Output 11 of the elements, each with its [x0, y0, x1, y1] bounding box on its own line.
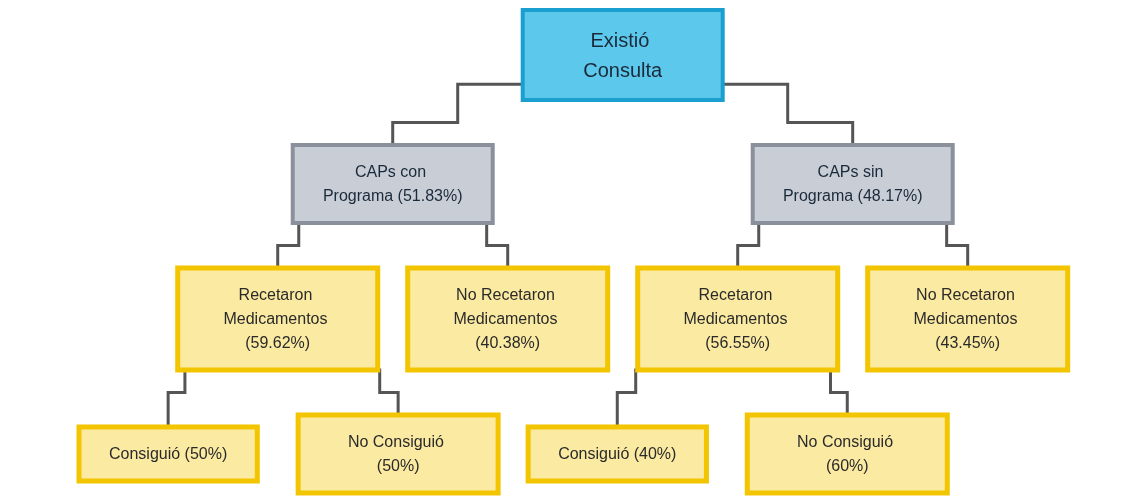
- node-box: No Recetaron Medicamentos (43.45%): [865, 265, 1071, 372]
- node-box: Consiguió (40%): [525, 424, 710, 483]
- node-box: CAPs con Programa (51.83%): [290, 142, 495, 225]
- node-box: Existió Consulta: [520, 7, 725, 102]
- node-box: CAPs sin Programa (48.17%): [750, 142, 955, 225]
- node-box: Recetaron Medicamentos (59.62%): [175, 265, 381, 372]
- node-box: No Recetaron Medicamentos (40.38%): [405, 265, 611, 372]
- node-box: Consiguió (50%): [76, 424, 260, 483]
- node-box: No Consiguió (60%): [744, 412, 950, 495]
- node-box: No Consiguió (50%): [295, 412, 501, 495]
- node-box: Recetaron Medicamentos (56.55%): [635, 265, 841, 372]
